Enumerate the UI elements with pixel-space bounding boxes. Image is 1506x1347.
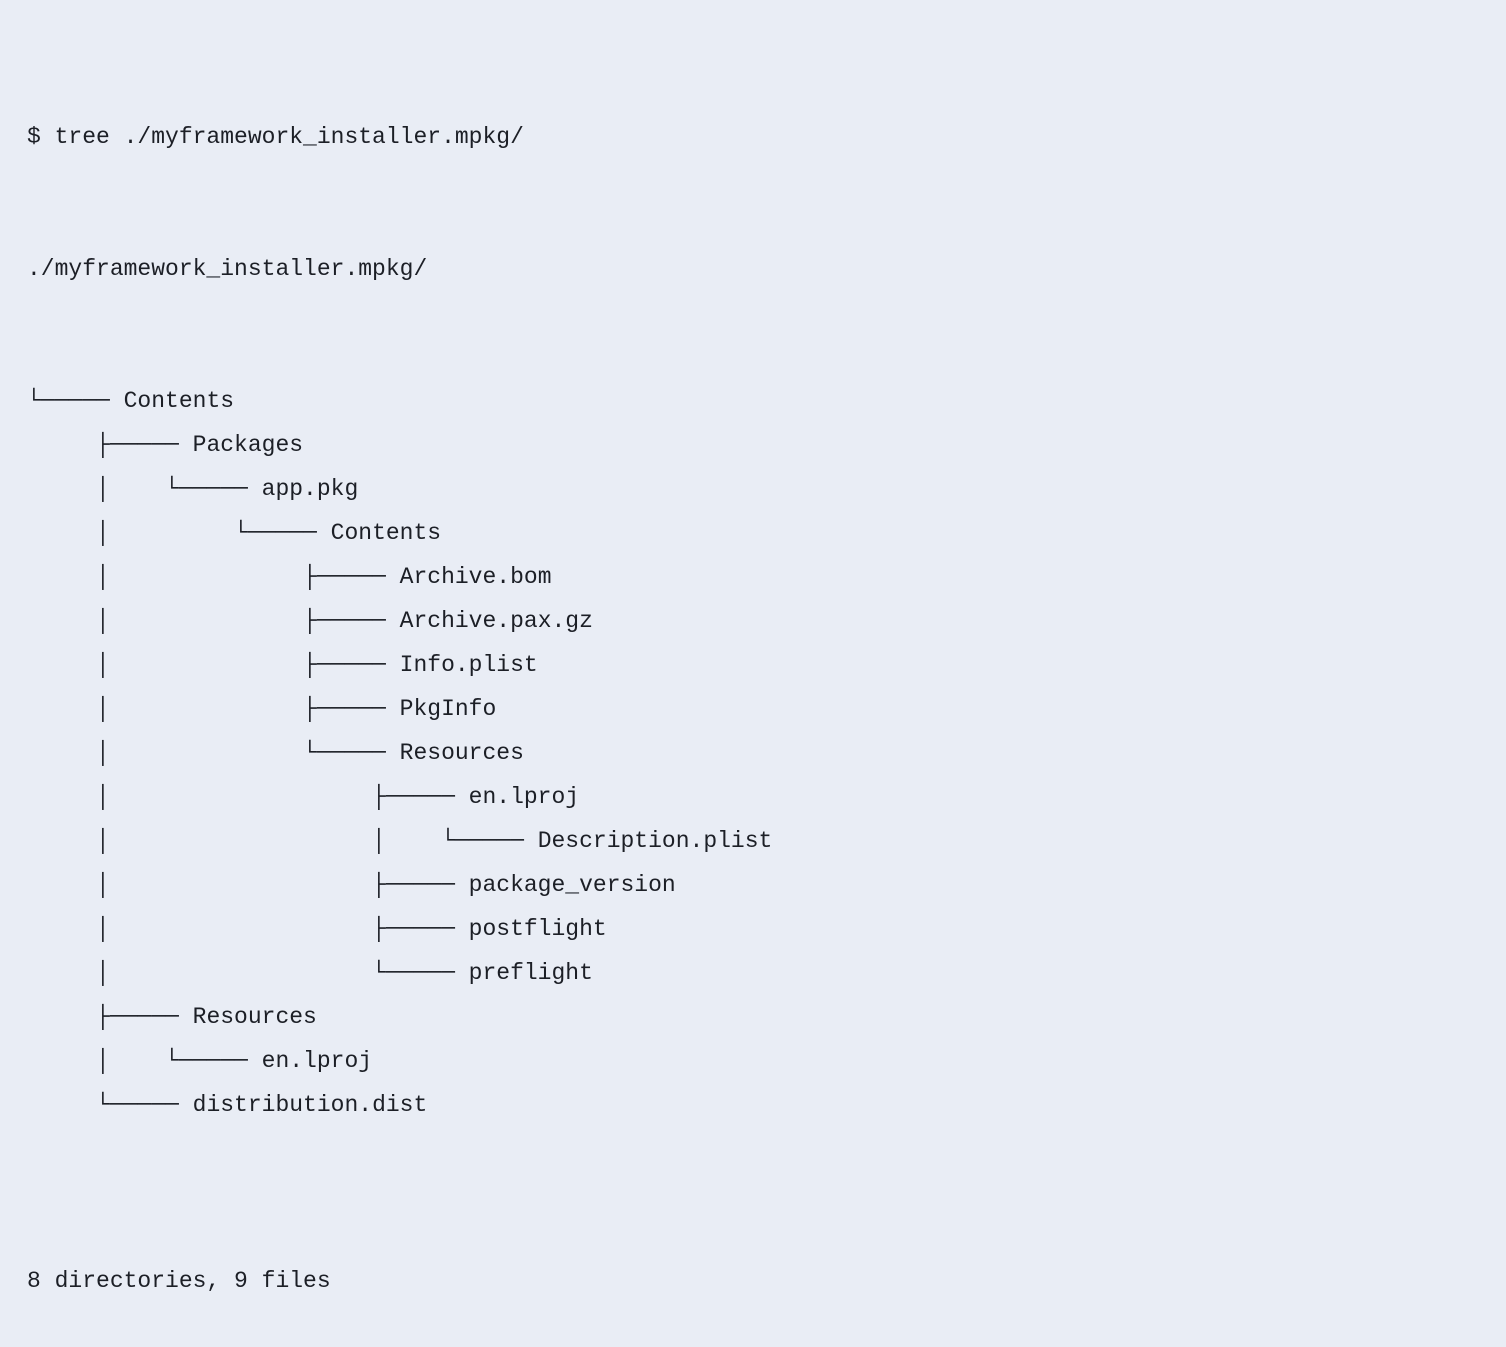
entry-name: Archive.bom [399, 564, 552, 590]
tree-branch-prefix: │ └───── [27, 1048, 262, 1074]
command-line: $ tree ./myframework_installer.mpkg/ [27, 124, 524, 150]
tree-branch-prefix: ├───── [27, 1004, 193, 1030]
tree-branch-prefix: │ ├───── [27, 652, 400, 678]
tree-branch-prefix: │ ├───── [27, 916, 469, 942]
tree-branch-prefix: │ └───── [27, 476, 262, 502]
tree-entry: ├───── Packages [27, 423, 1486, 467]
tree-branch-prefix: │ ├───── [27, 564, 400, 590]
tree-entry: └───── Contents [27, 379, 1486, 423]
entry-name: preflight [468, 960, 593, 986]
entry-name: Info.plist [399, 652, 538, 678]
tree-branch-prefix: └───── [27, 1092, 193, 1118]
tree-entries: └───── Contents ├───── Packages │ └─────… [27, 379, 1486, 1127]
tree-branch-prefix: └───── [27, 388, 124, 414]
tree-entry: │ └───── Resources [27, 731, 1486, 775]
tree-branch-prefix: │ └───── [27, 960, 469, 986]
entry-name: Contents [123, 388, 235, 414]
entry-name: PkgInfo [399, 696, 497, 722]
entry-name: Resources [192, 1004, 317, 1030]
tree-root-line: ./myframework_installer.mpkg/ [27, 256, 428, 282]
tree-entry: │ └───── en.lproj [27, 1039, 1486, 1083]
tree-branch-prefix: │ │ └───── [27, 828, 538, 854]
tree-branch-prefix: │ ├───── [27, 608, 400, 634]
tree-entry: ├───── Resources [27, 995, 1486, 1039]
entry-name: en.lproj [261, 1048, 373, 1074]
entry-name: en.lproj [468, 784, 580, 810]
tree-branch-prefix: │ └───── [27, 740, 400, 766]
tree-branch-prefix: ├───── [27, 432, 193, 458]
tree-entry: └───── distribution.dist [27, 1083, 1486, 1127]
tree-branch-prefix: │ └───── [27, 520, 331, 546]
entry-name: distribution.dist [192, 1092, 428, 1118]
summary-line: 8 directories, 9 files [27, 1268, 331, 1294]
tree-entry: │ └───── Contents [27, 511, 1486, 555]
tree-entry: │ ├───── Archive.pax.gz [27, 599, 1486, 643]
tree-entry: │ └───── app.pkg [27, 467, 1486, 511]
entry-name: Packages [192, 432, 304, 458]
tree-entry: │ ├───── Archive.bom [27, 555, 1486, 599]
tree-branch-prefix: │ ├───── [27, 696, 400, 722]
tree-entry: │ ├───── package_version [27, 863, 1486, 907]
tree-entry: │ ├───── PkgInfo [27, 687, 1486, 731]
entry-name: package_version [468, 872, 676, 898]
tree-entry: │ ├───── en.lproj [27, 775, 1486, 819]
tree-entry: │ ├───── Info.plist [27, 643, 1486, 687]
terminal-output: $ tree ./myframework_installer.mpkg/ ./m… [27, 124, 772, 1294]
tree-entry: │ │ └───── Description.plist [27, 819, 1486, 863]
tree-branch-prefix: │ ├───── [27, 784, 469, 810]
entry-name: postflight [468, 916, 607, 942]
entry-name: Contents [330, 520, 442, 546]
tree-branch-prefix: │ ├───── [27, 872, 469, 898]
entry-name: Archive.pax.gz [399, 608, 593, 634]
tree-entry: │ └───── preflight [27, 951, 1486, 995]
tree-entry: │ ├───── postflight [27, 907, 1486, 951]
entry-name: Description.plist [537, 828, 773, 854]
entry-name: app.pkg [261, 476, 359, 502]
entry-name: Resources [399, 740, 524, 766]
